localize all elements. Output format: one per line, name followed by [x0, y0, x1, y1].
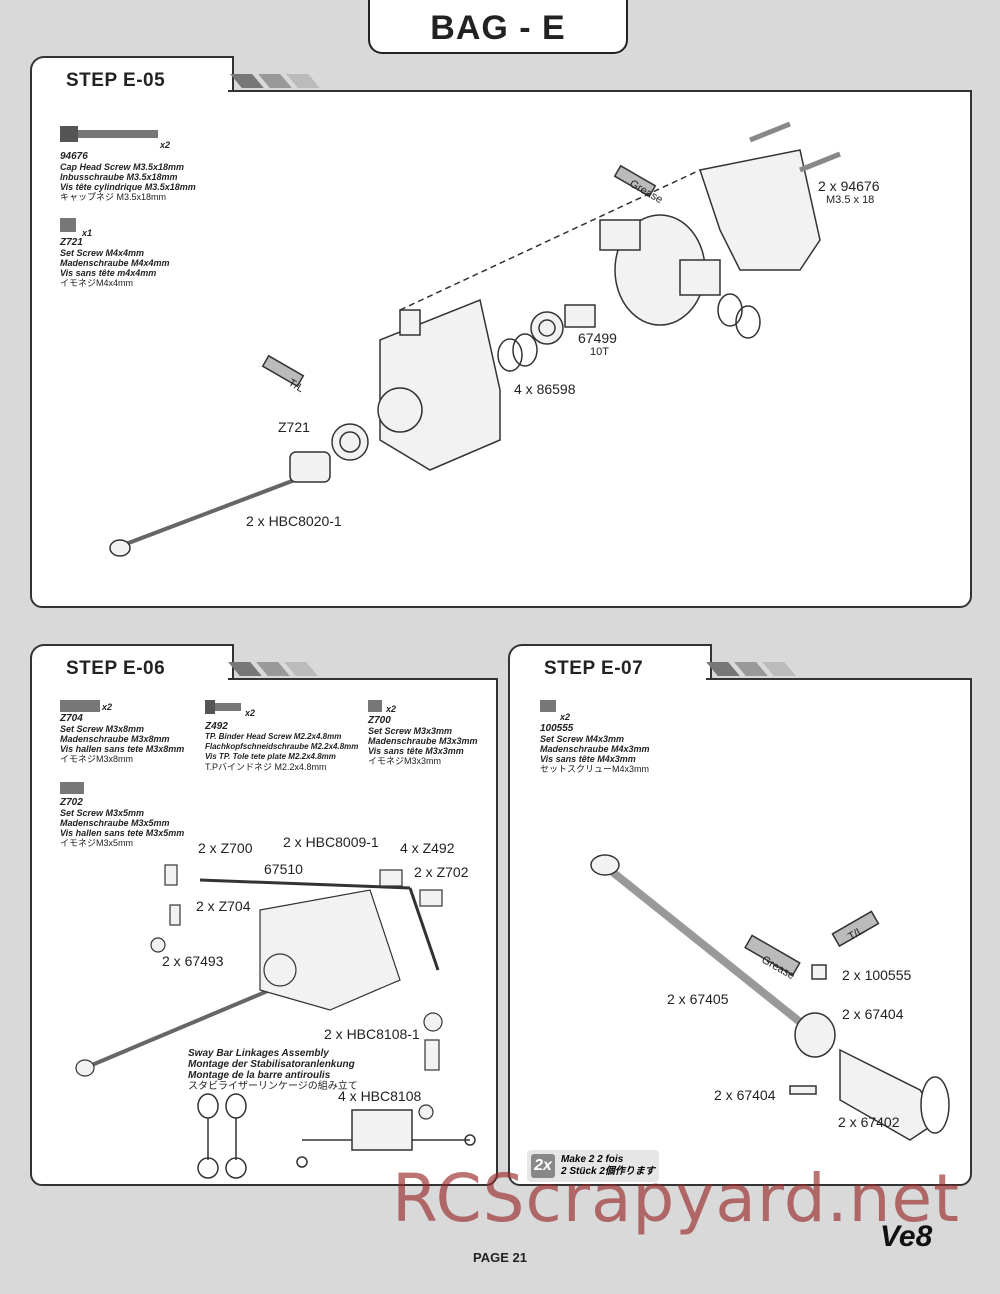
callout-z492: 4 x Z492 [400, 840, 455, 856]
part-z700: x2 Z700 Set Screw M3x3mm Madenschraube M… [368, 704, 478, 766]
part-z721: x1 Z721 Set Screw M4x4mm Madenschraube M… [60, 228, 170, 288]
callout-hbc8009: 2 x HBC8009-1 [283, 834, 379, 850]
callout-bearings: 4 x 86598 [514, 381, 576, 397]
callout-pinion-sub: 10T [590, 346, 609, 358]
set-screw-m3x5-icon [60, 782, 84, 794]
callout-67493: 2 x 67493 [162, 953, 224, 969]
callout-67510: 67510 [264, 861, 303, 877]
e05-diagram [109, 121, 841, 557]
step-e06-title: STEP E-06 [66, 658, 166, 679]
bag-title: BAG - E [368, 0, 628, 54]
set-screw-m4x3-icon [540, 700, 556, 712]
callout-z702: 2 x Z702 [414, 864, 469, 880]
page-number: PAGE 21 [473, 1250, 527, 1265]
callout-z721: Z721 [278, 419, 310, 435]
step-e05-title: STEP E-05 [66, 70, 166, 91]
callout-hbc8108: 4 x HBC8108 [338, 1088, 422, 1104]
part-z704: x2 Z704 Set Screw M3x8mm Madenschraube M… [60, 702, 185, 764]
callout-screws: 2 x 94676 [818, 178, 880, 194]
callout-screws-sub: M3.5 x 18 [826, 194, 875, 206]
make-badge: 2x [531, 1154, 555, 1178]
callout-67404-b: 2 x 67404 [714, 1087, 776, 1103]
part-94676: x2 94676 Cap Head Screw M3.5x18mm Inbuss… [60, 140, 196, 202]
part-100555: x2 100555 Set Screw M4x3mm Madenschraube… [540, 712, 650, 774]
make-two-note: 2x Make 2 2 fois 2 Stück 2個作ります [527, 1150, 659, 1182]
binder-screw-icon [205, 700, 241, 714]
callout-100555: 2 x 100555 [842, 967, 912, 983]
part-z702: Z702 Set Screw M3x5mm Madenschraube M3x5… [60, 797, 185, 849]
callout-z704: 2 x Z704 [196, 898, 251, 914]
callout-67404-a: 2 x 67404 [842, 1006, 904, 1022]
cap-screw-icon [60, 126, 158, 142]
callout-67405: 2 x 67405 [667, 991, 729, 1007]
callout-z700: 2 x Z700 [198, 840, 253, 856]
step-e07-title: STEP E-07 [544, 658, 644, 679]
sway-bar-caption: Sway Bar Linkages Assembly Montage der S… [188, 1048, 358, 1092]
watermark: RCScrapyard.net [392, 1160, 960, 1237]
ve8-logo: Ve8 [880, 1220, 933, 1253]
set-screw-icon [60, 218, 76, 232]
callout-hbc8108-1: 2 x HBC8108-1 [324, 1026, 420, 1042]
part-qty: x2 [160, 140, 171, 150]
set-screw-m3x8-icon [60, 700, 100, 712]
e07-diagram [590, 854, 950, 1141]
callout-67402: 2 x 67402 [838, 1114, 900, 1130]
part-z492: x2 Z492 TP. Binder Head Screw M2.2x4.8mm… [205, 708, 359, 772]
callout-pinion: 67499 [578, 330, 617, 346]
e06-diagram [75, 864, 476, 1179]
set-screw-m3x3-icon [368, 700, 382, 712]
callout-hbc8020: 2 x HBC8020-1 [246, 513, 342, 529]
